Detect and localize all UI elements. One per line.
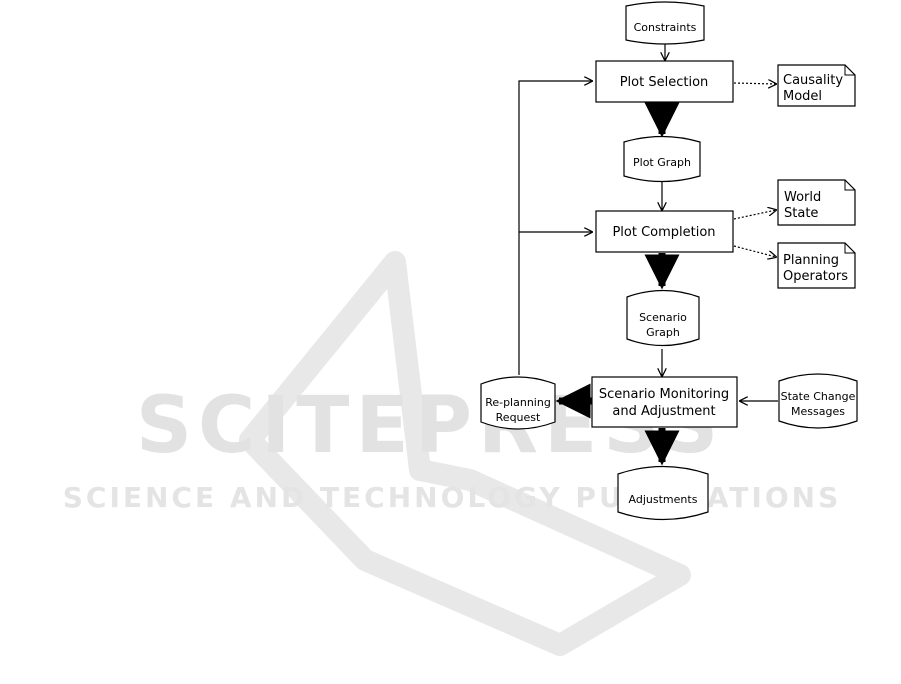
svg-text:and Adjustment: and Adjustment [612,404,715,419]
causality-model-doc: Causality Model [778,65,855,106]
replanning-request-node: Re-planning Request [481,377,555,429]
edge-plotcompletion-worldstate [734,210,776,219]
svg-text:State Change: State Change [781,390,856,403]
svg-text:Scenario: Scenario [639,311,687,324]
watermark-subtitle: SCIENCE AND TECHNOLOGY PUBLICATIONS [63,481,842,514]
edge-replanning-loop [519,81,592,375]
svg-text:Plot Graph: Plot Graph [633,156,691,169]
plot-graph-node: Plot Graph [624,137,700,182]
edge-plotcompletion-operators [734,246,776,257]
state-change-messages-node: State Change Messages [779,374,857,428]
svg-text:World: World [784,190,821,205]
constraints-node: Constraints [626,2,704,44]
svg-text:Plot Completion: Plot Completion [612,225,715,240]
svg-text:Causality: Causality [783,73,843,88]
svg-text:Constraints: Constraints [634,21,697,34]
svg-text:Request: Request [496,411,541,424]
scenario-graph-node: Scenario Graph [627,291,699,346]
svg-text:Operators: Operators [783,269,848,284]
svg-text:Re-planning: Re-planning [485,396,551,409]
svg-text:Plot Selection: Plot Selection [620,75,709,90]
world-state-doc: World State [778,180,855,225]
svg-text:Adjustments: Adjustments [629,493,698,506]
svg-text:Model: Model [783,89,822,104]
svg-text:Planning: Planning [783,253,839,268]
planning-operators-doc: Planning Operators [778,243,855,288]
plot-completion-box: Plot Completion [596,211,733,252]
plot-selection-box: Plot Selection [596,61,733,102]
edge-plotselection-causality [734,83,776,84]
svg-text:Messages: Messages [791,405,845,418]
watermark: SCITEPRESS SCIENCE AND TECHNOLOGY PUBLIC… [63,262,842,645]
svg-text:Scenario Monitoring: Scenario Monitoring [599,387,729,402]
svg-text:Graph: Graph [646,326,680,339]
adjustments-node: Adjustments [618,467,708,520]
svg-text:State: State [784,206,818,221]
scenario-monitoring-box: Scenario Monitoring and Adjustment [592,377,737,427]
